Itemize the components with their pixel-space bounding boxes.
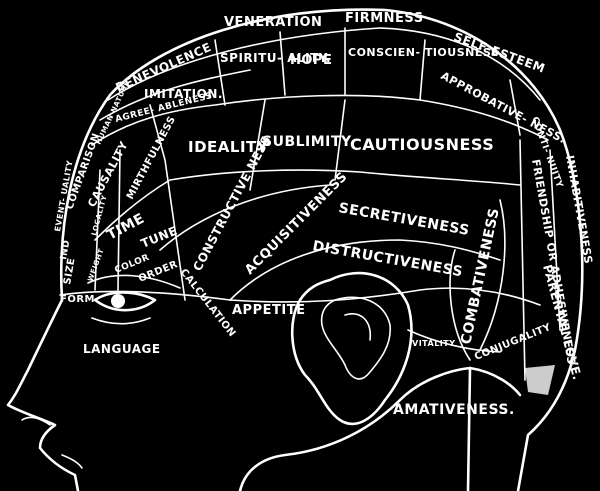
eye <box>87 274 181 325</box>
label-language: LANGUAGE <box>83 342 161 356</box>
label-conscientiousness: CONSCIEN- TIOUSNESS <box>348 46 499 59</box>
label-hope: HOPE <box>290 53 332 68</box>
label-vitality: VITALITY <box>412 339 456 348</box>
label-individuality: IND <box>59 239 72 260</box>
label-veneration: VENERATION <box>224 15 322 30</box>
label-calculation: CALCULATION <box>178 267 238 339</box>
faculty-labels: BENEVOLENCE VENERATION FIRMNESS SELF-EST… <box>53 11 595 418</box>
label-firmness: FIRMNESS <box>345 11 424 26</box>
label-mirthfulness: MIRTHFULNESS <box>125 114 178 201</box>
label-spirituality: SPIRITU- ALITY. <box>220 51 331 65</box>
label-inhabitiveness: INHABITIVENESS <box>563 154 595 265</box>
label-sublimity: SUBLIMITY <box>262 134 352 150</box>
region-lines <box>59 27 561 381</box>
label-imitation: IMITATION. <box>144 87 223 101</box>
label-ideality: IDEALITY <box>188 138 269 156</box>
label-size: SIZE <box>62 257 78 286</box>
label-tune: TUNE <box>139 224 180 251</box>
label-appetite: APPETITE <box>232 303 305 318</box>
label-conjugality: CONJUGALITY <box>473 322 553 363</box>
head-outline <box>6 8 584 491</box>
label-form: FORM <box>60 294 95 305</box>
label-acquisitiveness: ACQUISITIVENESS <box>242 169 350 277</box>
eye-pupil <box>111 294 125 308</box>
ear <box>290 271 413 426</box>
label-secretiveness: SECRETIVENESS <box>337 200 471 239</box>
label-cautiousness: CAUTIOUSNESS <box>350 135 494 154</box>
label-amativeness: AMATIVENESS. <box>393 402 515 418</box>
face-details <box>21 416 83 469</box>
shaded-region <box>525 365 555 395</box>
